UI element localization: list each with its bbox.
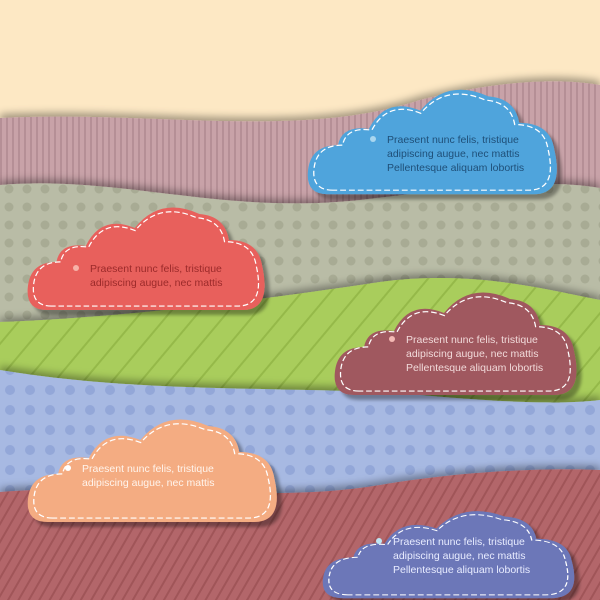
bullet-dot-icon bbox=[73, 265, 79, 271]
cloud-text-line: Pellentesque aliquam lobortis bbox=[406, 362, 543, 374]
cloud-text-line: Praesent nunc felis, tristique bbox=[387, 134, 519, 146]
cloud-text-line: adipiscing augue, nec mattis bbox=[82, 477, 215, 489]
cloud-text-line: Pellentesque aliquam lobortis bbox=[393, 564, 530, 576]
bullet-dot-icon bbox=[370, 136, 376, 142]
cloud-text-line: Praesent nunc felis, tristique bbox=[90, 263, 222, 275]
cloud-text-line: adipiscing augue, nec mattis bbox=[387, 148, 520, 160]
cloud-callout-5: Praesent nunc felis, tristique adipiscing… bbox=[322, 511, 575, 599]
bullet-dot-icon bbox=[376, 538, 382, 544]
cloud-callout-2: Praesent nunc felis, tristique adipiscing… bbox=[27, 207, 265, 310]
cloud-text-line: Pellentesque aliquam lobortis bbox=[387, 162, 524, 174]
cloud-text-line: Praesent nunc felis, tristique bbox=[406, 334, 538, 346]
bullet-dot-icon bbox=[65, 465, 71, 471]
cloud-text-line: Praesent nunc felis, tristique bbox=[82, 463, 214, 475]
cloud-text-line: adipiscing augue, nec mattis bbox=[406, 348, 539, 360]
cloud-callout-4: Praesent nunc felis, tristique adipiscing… bbox=[27, 419, 277, 522]
cloud-callout-1: Praesent nunc felis, tristique adipiscing… bbox=[307, 89, 557, 195]
cloud-callout-3: Praesent nunc felis, tristique adipiscing… bbox=[334, 292, 577, 395]
cloud-text-line: adipiscing augue, nec mattis bbox=[393, 550, 526, 562]
bullet-dot-icon bbox=[389, 336, 395, 342]
cloud-text-line: Praesent nunc felis, tristique bbox=[393, 536, 525, 548]
cloud-text-line: adipiscing augue, nec mattis bbox=[90, 277, 223, 289]
